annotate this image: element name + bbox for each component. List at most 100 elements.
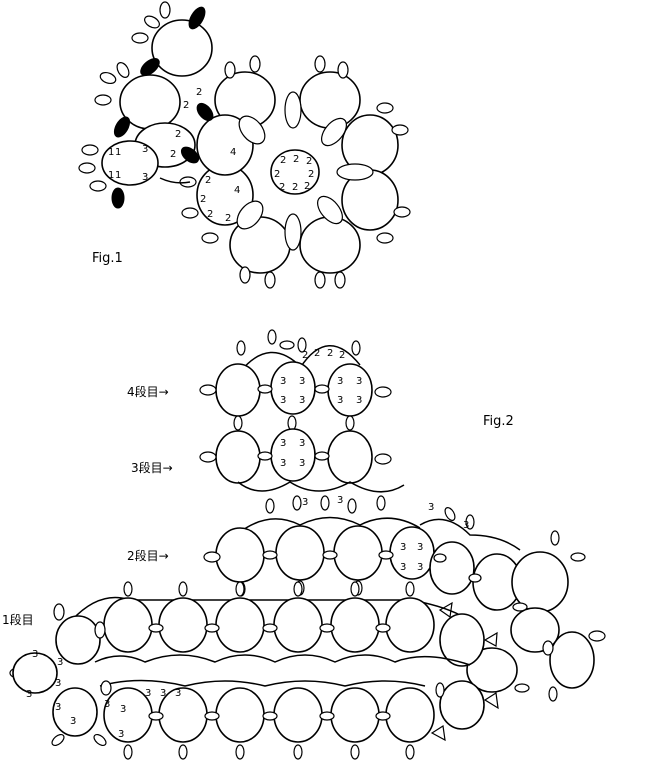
- row3-chain-picot: [347, 498, 357, 514]
- row-label-3: 3段目→: [131, 460, 173, 475]
- top-picot: [351, 340, 361, 356]
- row3-chain-number: 3: [337, 495, 343, 506]
- flower-outer-picot: [201, 232, 219, 244]
- row1-picot: [319, 623, 335, 633]
- row4-picot: [287, 415, 297, 431]
- center-number: 2: [280, 155, 286, 166]
- ring-number: 2: [205, 175, 211, 186]
- ring-number: 3: [142, 144, 148, 155]
- flower-picot: [336, 163, 374, 181]
- bottom-ring: [330, 687, 380, 743]
- flower-outer-picot: [249, 55, 261, 73]
- row-1: [9, 581, 485, 694]
- join-triangle: [483, 631, 498, 647]
- row-label-1: 1段目: [2, 612, 34, 627]
- left-number: 3: [118, 729, 124, 740]
- center-number: 2: [308, 169, 314, 180]
- right-ring: [466, 647, 518, 693]
- flower-outer-picot: [334, 271, 346, 289]
- row-label-2: 2段目→: [127, 548, 169, 563]
- row3-ring: [215, 430, 261, 484]
- bottom-picot: [350, 744, 360, 760]
- row-top: 2 2 2 2: [236, 329, 361, 373]
- bottom-picot: [375, 711, 391, 721]
- flower-outer-picot: [224, 61, 236, 79]
- ring-number: 1: [108, 147, 114, 158]
- row1-picot: [204, 623, 220, 633]
- dark-picot: [140, 58, 160, 76]
- row3-chain-picot: [320, 495, 330, 511]
- row4-picot: [233, 415, 243, 431]
- fig2-pattern: Fig.2 4段目→ 3段目→ 2段目→ 1段目 2 2 2 2: [2, 329, 606, 760]
- right-number: 3: [463, 520, 469, 531]
- right-number: 3: [428, 502, 434, 513]
- row1-picot: [235, 581, 245, 597]
- top-number: 2: [339, 350, 345, 361]
- left-number: 3: [120, 704, 126, 715]
- right-ring: [429, 541, 475, 595]
- cluster-picot: [159, 1, 171, 19]
- ring-number: 2: [175, 129, 181, 140]
- row1-mid-chain: [99, 679, 426, 687]
- flower-picot: [238, 115, 266, 145]
- row3-chain-picot: [292, 495, 302, 511]
- row2-number: 3: [417, 542, 423, 553]
- ring-number: 4: [230, 147, 236, 158]
- flower-picot: [284, 213, 302, 251]
- row4-number: 3: [337, 376, 343, 387]
- flower-outer-picot: [376, 232, 394, 244]
- join-triangle: [438, 601, 453, 619]
- flower-outer-picot: [376, 102, 394, 114]
- row4-ring: [270, 361, 316, 415]
- bottom-ring: [52, 687, 98, 737]
- right-picot: [433, 553, 447, 563]
- left-number: 3: [104, 699, 110, 710]
- row1-ring: [103, 597, 153, 653]
- row1-picot: [405, 581, 415, 597]
- row3-number: 3: [299, 458, 305, 469]
- flower-picot: [236, 200, 264, 230]
- row4-picot: [314, 384, 330, 394]
- bottom-picot: [293, 744, 303, 760]
- join-triangle: [483, 691, 499, 710]
- row3-chain-picot: [265, 498, 275, 514]
- ring-number: 1: [108, 170, 114, 181]
- row4-number: 3: [280, 395, 286, 406]
- left-number: 3: [26, 689, 32, 700]
- chain-line: [159, 177, 191, 184]
- flower-picot: [317, 195, 343, 225]
- row-4: 3 3 3 3 3 3 3 3: [199, 361, 392, 431]
- bottom-ring: [439, 680, 485, 730]
- row-1-bottom: [51, 680, 485, 760]
- row4-ring: [327, 363, 373, 417]
- right-picot: [514, 683, 530, 693]
- top-picot: [236, 340, 246, 356]
- flower-outer-picot: [314, 55, 326, 73]
- cluster-picot: [78, 162, 96, 174]
- bottom-picot: [93, 733, 107, 747]
- flower-outer-picot: [337, 61, 349, 79]
- row3-chain-picot: [376, 495, 386, 511]
- row1-ring: [385, 597, 435, 653]
- top-picot: [267, 329, 277, 345]
- row4-number: 3: [356, 395, 362, 406]
- row3-number: 3: [299, 438, 305, 449]
- right-picot: [465, 514, 475, 530]
- row2-number: 3: [417, 562, 423, 573]
- cluster-ring: [101, 140, 159, 186]
- row4-number: 3: [280, 376, 286, 387]
- left-number: 3: [57, 657, 63, 668]
- left-number: 3: [175, 688, 181, 699]
- row4-picot: [257, 384, 273, 394]
- right-picot: [542, 640, 554, 656]
- row4-number: 3: [299, 376, 305, 387]
- dark-picot: [196, 102, 214, 122]
- dark-picot: [188, 6, 206, 30]
- center-number: 2: [274, 169, 280, 180]
- right-chain: [419, 518, 521, 551]
- bottom-picot: [204, 711, 220, 721]
- center-number: 2: [293, 154, 299, 165]
- row3-chain: [237, 481, 405, 493]
- row1-ring: [439, 613, 485, 667]
- bottom-picot: [100, 680, 112, 696]
